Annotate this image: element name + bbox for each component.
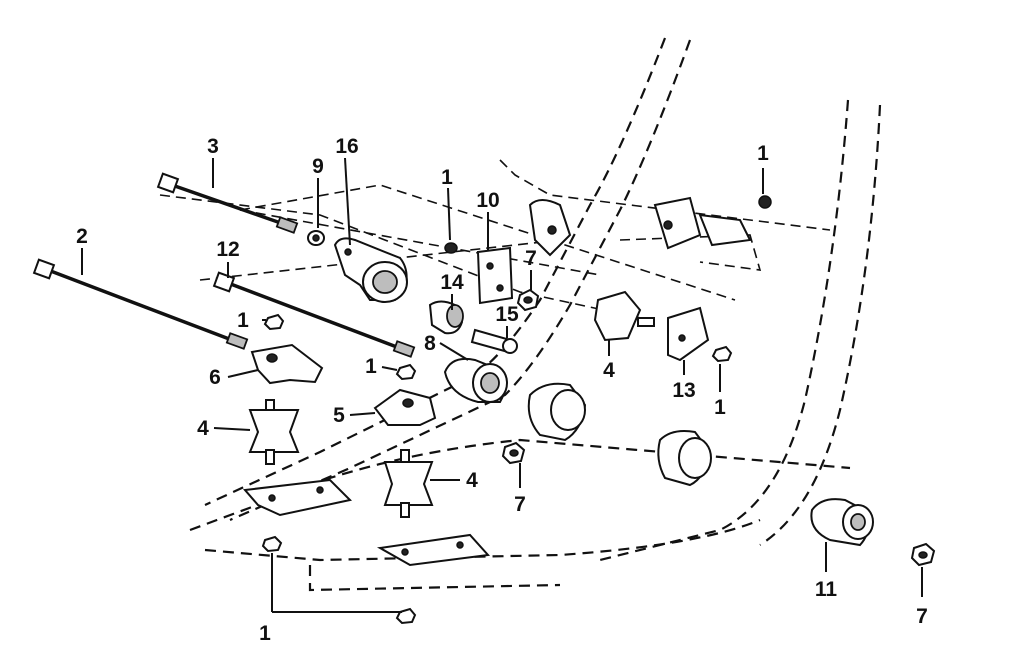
frame-bracket-upper-right (653, 196, 752, 250)
callout-1-bottom: 1 (259, 622, 271, 645)
callout-1-right-nut: 1 (714, 396, 726, 419)
nut-7-bottom-right (910, 542, 936, 567)
nut-7-mid (501, 441, 526, 465)
callout-14: 14 (440, 271, 464, 294)
tube-bushing-mid (657, 430, 712, 487)
callout-13: 13 (672, 379, 695, 402)
callout-4-right-bracket: 4 (603, 359, 615, 382)
callout-3: 3 (207, 135, 219, 158)
callout-11: 11 (815, 578, 838, 601)
leader-lines (81, 157, 923, 613)
callout-12: 12 (216, 238, 239, 261)
bushing-11 (810, 498, 874, 547)
callout-5: 5 (333, 404, 345, 427)
callout-7-bottom-right: 7 (916, 605, 928, 628)
nut-1-right (711, 345, 733, 363)
callout-15: 15 (495, 303, 519, 326)
washer-9 (307, 230, 325, 246)
nut-1-left (263, 313, 285, 331)
frame-bracket-upper-mid (528, 199, 572, 257)
tube-bushing-left (527, 382, 587, 442)
bracket-5 (373, 388, 437, 426)
sleeve-15 (470, 328, 518, 354)
callout-6: 6 (209, 366, 221, 389)
bushing-14 (428, 300, 464, 335)
callout-labels: 1 3 9 16 1 10 2 12 7 14 15 1 8 1 6 4 13 … (76, 135, 928, 645)
rubber-mount-4-right-bracket (593, 290, 655, 342)
long-bolt-12 (212, 271, 416, 358)
bushing-8 (443, 357, 508, 403)
nut-1-top-right (758, 195, 772, 209)
rubber-mount-4-mid (383, 449, 434, 518)
callout-7-mid: 7 (514, 493, 526, 516)
nut-7-upper (516, 288, 540, 312)
callout-7-upper: 7 (525, 247, 537, 270)
nut-1-bottom-left (261, 535, 283, 553)
callout-1-top-right: 1 (757, 142, 769, 165)
callout-10: 10 (476, 189, 499, 212)
bracket-13 (667, 306, 710, 362)
plate-10 (476, 246, 514, 305)
callout-4-left: 4 (197, 417, 209, 440)
bracket-16 (333, 237, 408, 303)
callout-16: 16 (335, 135, 358, 158)
callout-1-upper-mid: 1 (441, 166, 453, 189)
frame-bracket-lower-mid (376, 533, 491, 567)
callout-4-mid: 4 (466, 469, 478, 492)
nut-1-upper (444, 242, 458, 254)
callout-1-mid: 1 (365, 355, 377, 378)
callout-2: 2 (76, 225, 88, 248)
long-bolt-3 (156, 172, 299, 234)
frame-bracket-lower-left (243, 478, 353, 517)
rubber-mount-4-left (248, 399, 300, 465)
nut-1-mid (395, 363, 417, 381)
callout-9: 9 (312, 155, 324, 178)
callout-8: 8 (424, 332, 436, 355)
bracket-6 (250, 343, 324, 385)
long-bolt-2 (32, 258, 249, 350)
callout-1-left: 1 (237, 309, 249, 332)
